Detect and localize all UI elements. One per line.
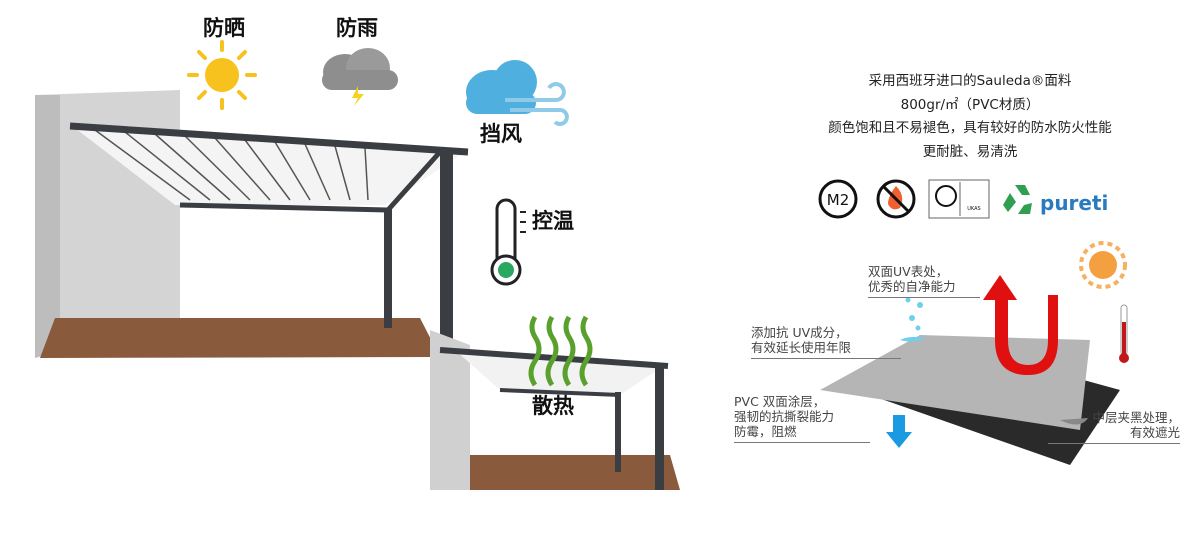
annotation-black-middle: 中层夹黑处理， 有效遮光	[1048, 410, 1180, 444]
annotation-text: 强韧的抗撕裂能力	[734, 409, 835, 424]
sun-icon	[187, 40, 257, 110]
annotation-text: 有效遮光	[1129, 425, 1180, 440]
iso-ukas-icon: UKAS	[928, 179, 990, 219]
no-fire-icon	[876, 179, 916, 219]
fabric-info-line: 更耐脏、易清洗	[922, 143, 1018, 160]
annotation-text: 优秀的自净能力	[868, 279, 956, 294]
wind-cloud-icon	[466, 60, 569, 126]
annotation-text: 防霉，阻燃	[734, 424, 797, 439]
leader-line	[734, 442, 870, 443]
leader-line	[868, 297, 980, 298]
annotation-anti-uv: 添加抗 UV成分， 有效延长使用年限	[751, 325, 901, 359]
label-temperature-control: 控温	[532, 209, 574, 233]
fabric-info: 采用西班牙进口的Sauleda®面料 800gr/㎡（PVC材质） 颜色饱和且不…	[780, 70, 1160, 164]
thermometer-icon	[490, 198, 526, 286]
pureti-logo: pureti	[1040, 191, 1108, 215]
leader-line	[1048, 443, 1180, 444]
storm-cloud-icon	[322, 48, 398, 106]
svg-text:M2: M2	[827, 191, 850, 209]
fabric-info-line: 采用西班牙进口的Sauleda®面料	[868, 73, 1072, 89]
m2-badge-icon: M2	[818, 179, 858, 219]
svg-text:UKAS: UKAS	[967, 206, 980, 212]
recycle-icon	[1003, 185, 1032, 214]
label-rain-protection: 防雨	[336, 16, 378, 40]
annotation-text: 添加抗 UV成分，	[751, 325, 848, 340]
annotation-text: PVC 双面涂层，	[734, 394, 826, 409]
leader-line	[751, 358, 901, 359]
label-heat-dissipation: 散热	[532, 394, 574, 418]
fabric-info-line: 800gr/㎡（PVC材质）	[900, 96, 1040, 113]
annotation-text: 中层夹黑处理，	[1092, 410, 1180, 425]
annotation-pvc-coating: PVC 双面涂层， 强韧的抗撕裂能力 防霉，阻燃	[734, 394, 870, 443]
pergola-small	[430, 330, 680, 490]
annotation-text: 双面UV表处，	[868, 264, 949, 279]
pergola-large	[35, 90, 469, 358]
label-sun-protection: 防晒	[203, 16, 245, 40]
heat-arrows-icon	[528, 315, 593, 387]
annotation-text: 有效延长使用年限	[751, 340, 852, 355]
label-wind-protection: 挡风	[480, 122, 522, 146]
fabric-info-line: 颜色饱和且不易褪色，具有较好的防水防火性能	[828, 120, 1112, 136]
annotation-uv-surface: 双面UV表处， 优秀的自净能力	[868, 264, 980, 298]
